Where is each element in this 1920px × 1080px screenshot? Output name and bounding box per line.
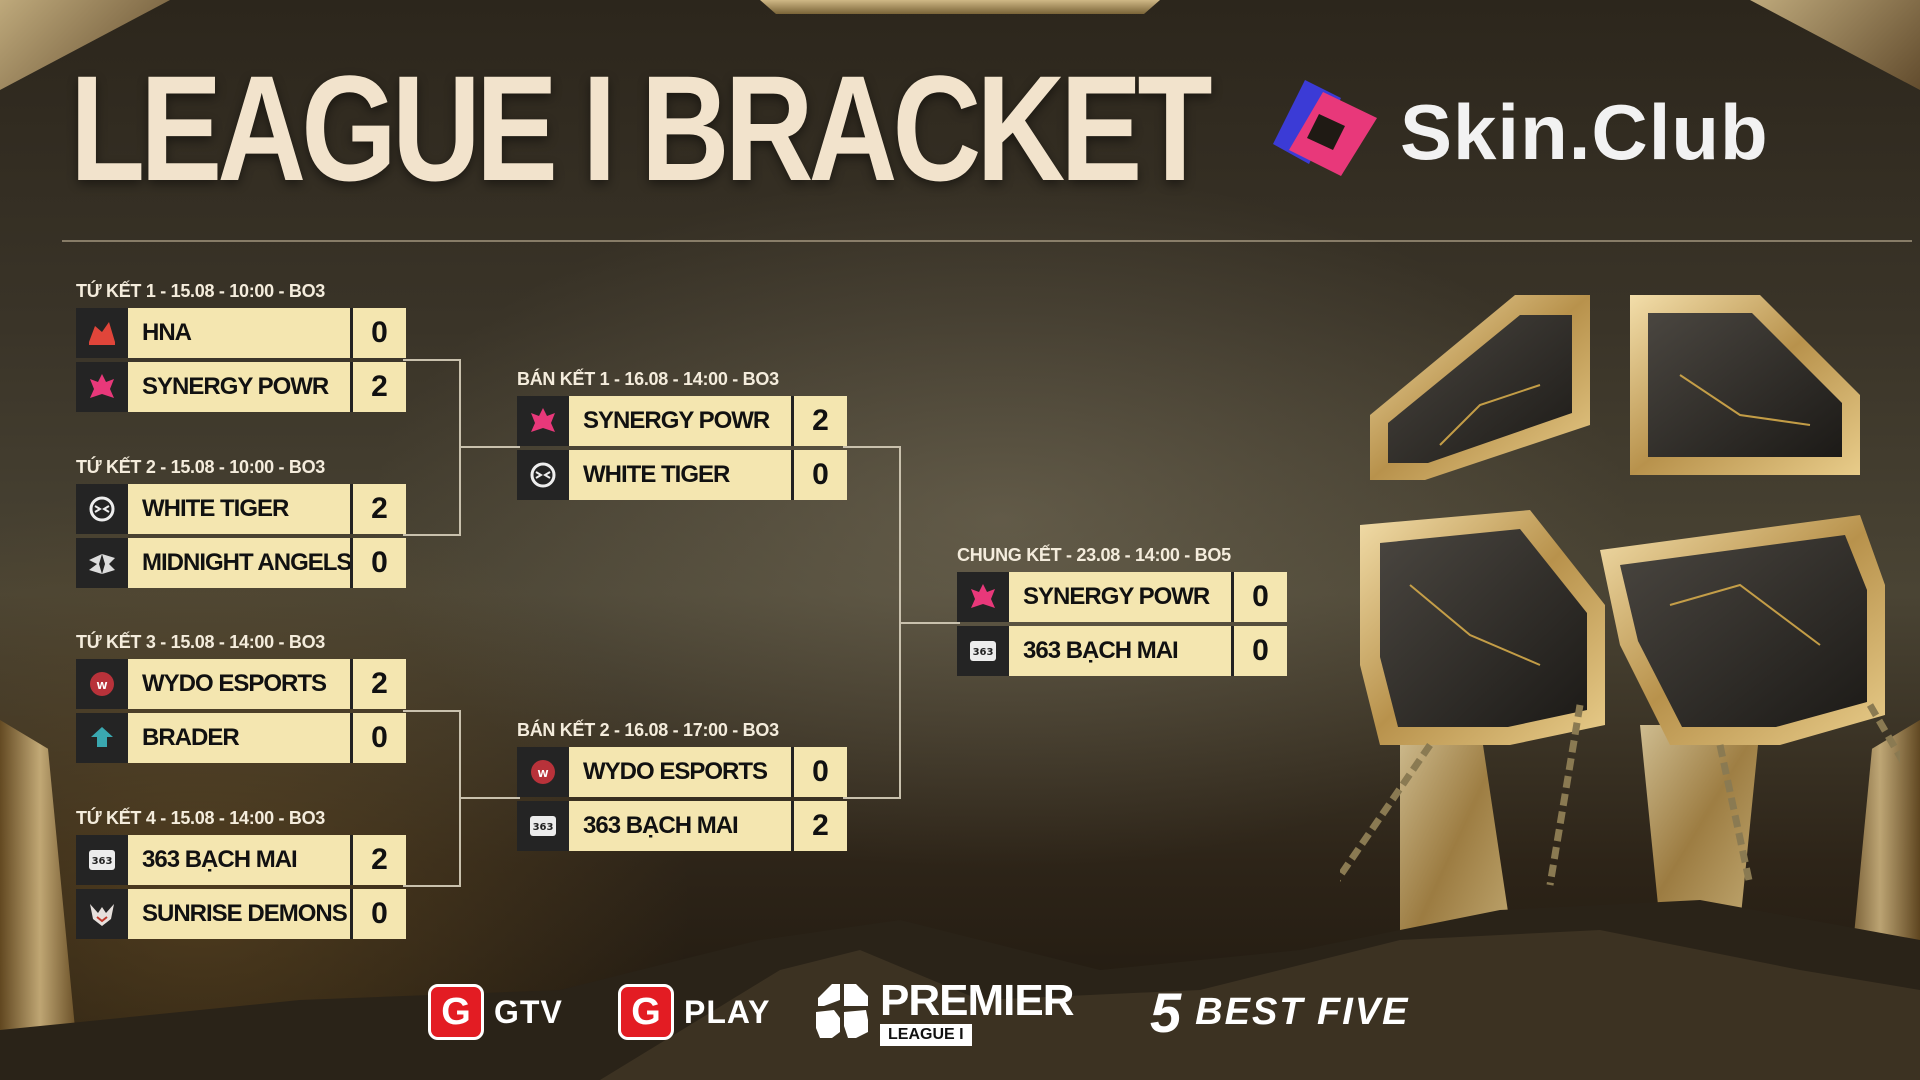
sf2-label: BÁN KẾT 2 - 16.08 - 17:00 - BO3 bbox=[517, 720, 779, 740]
team-name: WHITE TIGER bbox=[128, 484, 350, 534]
qf1-label: TỨ KẾT 1 - 15.08 - 10:00 - BO3 bbox=[76, 281, 326, 301]
sunrise-demons-logo-icon bbox=[76, 889, 128, 939]
team-score: 2 bbox=[350, 659, 406, 709]
final-team2-slot[interactable]: 363 363 BẠCH MAI 0 bbox=[957, 626, 1287, 676]
team-score: 2 bbox=[791, 801, 847, 851]
team-name: WYDO ESPORTS bbox=[569, 747, 791, 797]
svg-text:W: W bbox=[96, 681, 107, 692]
team-name: HNA bbox=[128, 308, 350, 358]
footer-partners: G GTV G PLAY PREMIER LEAGUE I 5 BEST FIV… bbox=[0, 976, 1920, 1050]
qf3-team1-slot[interactable]: W WYDO ESPORTS 2 bbox=[76, 659, 406, 709]
team-name: WYDO ESPORTS bbox=[128, 659, 350, 709]
corner-ornament-right bbox=[1750, 0, 1920, 90]
gtv-text: GTV bbox=[494, 993, 563, 1030]
synergy-powr-logo-icon bbox=[517, 396, 569, 446]
final-team1-slot[interactable]: SYNERGY POWR 0 bbox=[957, 572, 1287, 622]
synergy-powr-logo-icon bbox=[76, 362, 128, 412]
gplay-text: PLAY bbox=[684, 993, 771, 1030]
team-score: 0 bbox=[791, 450, 847, 500]
team-name: 363 BẠCH MAI bbox=[569, 801, 791, 851]
league-trophy-icon bbox=[1340, 295, 1900, 965]
gtv-logo: G GTV bbox=[428, 980, 563, 1044]
qf4-team2-slot[interactable]: SUNRISE DEMONS 0 bbox=[76, 889, 406, 939]
premier-league-emblem-icon bbox=[816, 984, 868, 1038]
qf1-team2-slot[interactable]: SYNERGY POWR 2 bbox=[76, 362, 406, 412]
team-name: BRADER bbox=[128, 713, 350, 763]
gtv-badge: G bbox=[428, 984, 484, 1040]
team-name: 363 BẠCH MAI bbox=[1009, 626, 1231, 676]
premier-subtitle: LEAGUE I bbox=[880, 1024, 972, 1046]
title-divider bbox=[62, 240, 1912, 242]
wydo-esports-logo-icon: W bbox=[517, 747, 569, 797]
premier-title: PREMIER bbox=[880, 976, 1074, 1025]
gplay-logo: G PLAY bbox=[618, 980, 770, 1044]
qf2-team2-slot[interactable]: MIDNIGHT ANGELS 0 bbox=[76, 538, 406, 588]
sf1-team2-slot[interactable]: WHITE TIGER 0 bbox=[517, 450, 847, 500]
team-name: SYNERGY POWR bbox=[569, 396, 791, 446]
svg-text:W: W bbox=[537, 769, 548, 780]
qf1-team1-slot[interactable]: HNA 0 bbox=[76, 308, 406, 358]
white-tiger-logo-icon bbox=[517, 450, 569, 500]
363-bach-mai-logo-icon: 363 bbox=[957, 626, 1009, 676]
final-label: CHUNG KẾT - 23.08 - 14:00 - BO5 bbox=[957, 545, 1231, 565]
svg-text:363: 363 bbox=[533, 822, 554, 833]
qf4-label: TỨ KẾT 4 - 15.08 - 14:00 - BO3 bbox=[76, 808, 326, 828]
midnight-angels-logo-icon bbox=[76, 538, 128, 588]
hna-logo-icon bbox=[76, 308, 128, 358]
top-gold-strip bbox=[760, 0, 1160, 14]
bestfive-logo: 5 BEST FIVE bbox=[1150, 980, 1410, 1044]
bestfive-text: BEST FIVE bbox=[1195, 990, 1410, 1033]
gplay-badge: G bbox=[618, 984, 674, 1040]
team-name: SYNERGY POWR bbox=[128, 362, 350, 412]
team-score: 2 bbox=[350, 362, 406, 412]
sf2-team1-slot[interactable]: W WYDO ESPORTS 0 bbox=[517, 747, 847, 797]
skinclub-logo-icon bbox=[1273, 80, 1377, 176]
qf2-team1-slot[interactable]: WHITE TIGER 2 bbox=[76, 484, 406, 534]
team-score: 2 bbox=[791, 396, 847, 446]
team-score: 0 bbox=[1231, 626, 1287, 676]
qf2-label: TỨ KẾT 2 - 15.08 - 10:00 - BO3 bbox=[76, 457, 326, 477]
qf3-label: TỨ KẾT 3 - 15.08 - 14:00 - BO3 bbox=[76, 632, 326, 652]
qf3-team2-slot[interactable]: BRADER 0 bbox=[76, 713, 406, 763]
sponsor-logo: Skin.Club bbox=[1265, 78, 1825, 178]
premier-league-logo: PREMIER LEAGUE I bbox=[810, 976, 1074, 1050]
page-title: LEAGUE I BRACKET bbox=[70, 44, 1213, 212]
team-score: 0 bbox=[350, 538, 406, 588]
brader-logo-icon bbox=[76, 713, 128, 763]
363-bach-mai-logo-icon: 363 bbox=[517, 801, 569, 851]
team-score: 0 bbox=[350, 308, 406, 358]
synergy-powr-logo-icon bbox=[957, 572, 1009, 622]
team-score: 0 bbox=[350, 713, 406, 763]
bestfive-mark-icon: 5 bbox=[1150, 980, 1182, 1044]
sf1-label: BÁN KẾT 1 - 16.08 - 14:00 - BO3 bbox=[517, 369, 779, 389]
team-score: 0 bbox=[1231, 572, 1287, 622]
sf2-team2-slot[interactable]: 363 363 BẠCH MAI 2 bbox=[517, 801, 847, 851]
363-bach-mai-logo-icon: 363 bbox=[76, 835, 128, 885]
sponsor-name: Skin.Club bbox=[1400, 88, 1769, 176]
wydo-esports-logo-icon: W bbox=[76, 659, 128, 709]
team-score: 0 bbox=[350, 889, 406, 939]
svg-text:363: 363 bbox=[92, 856, 113, 867]
team-score: 2 bbox=[350, 835, 406, 885]
svg-text:363: 363 bbox=[973, 647, 994, 658]
team-name: 363 BẠCH MAI bbox=[128, 835, 350, 885]
team-score: 2 bbox=[350, 484, 406, 534]
sf1-team1-slot[interactable]: SYNERGY POWR 2 bbox=[517, 396, 847, 446]
qf4-team1-slot[interactable]: 363 363 BẠCH MAI 2 bbox=[76, 835, 406, 885]
team-name: MIDNIGHT ANGELS bbox=[128, 538, 350, 588]
team-name: SUNRISE DEMONS bbox=[128, 889, 350, 939]
team-name: WHITE TIGER bbox=[569, 450, 791, 500]
white-tiger-logo-icon bbox=[76, 484, 128, 534]
team-score: 0 bbox=[791, 747, 847, 797]
team-name: SYNERGY POWR bbox=[1009, 572, 1231, 622]
